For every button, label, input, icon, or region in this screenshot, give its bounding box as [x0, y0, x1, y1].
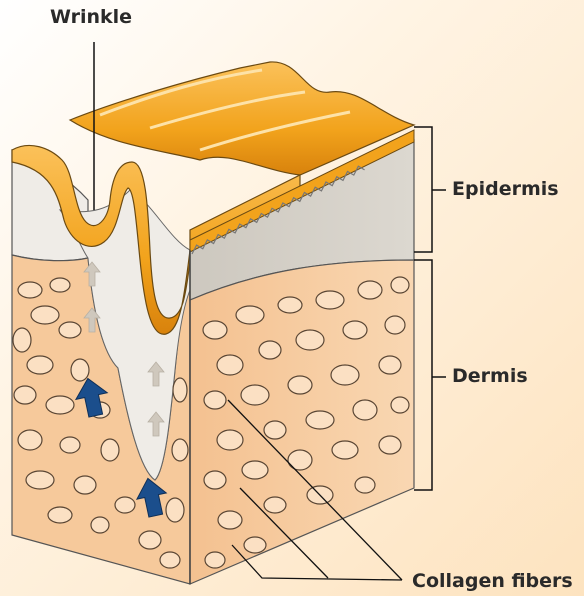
epidermis-label: Epidermis: [452, 178, 559, 200]
wrinkle-label: Wrinkle: [50, 6, 132, 28]
epidermis-bracket: [414, 127, 432, 252]
dermis-bracket: [414, 260, 432, 490]
layer-brackets: [414, 127, 446, 490]
dermis-right-face: [190, 260, 414, 584]
dermis-label: Dermis: [452, 365, 528, 387]
collagen-fibers-label: Collagen fibers: [412, 570, 573, 592]
